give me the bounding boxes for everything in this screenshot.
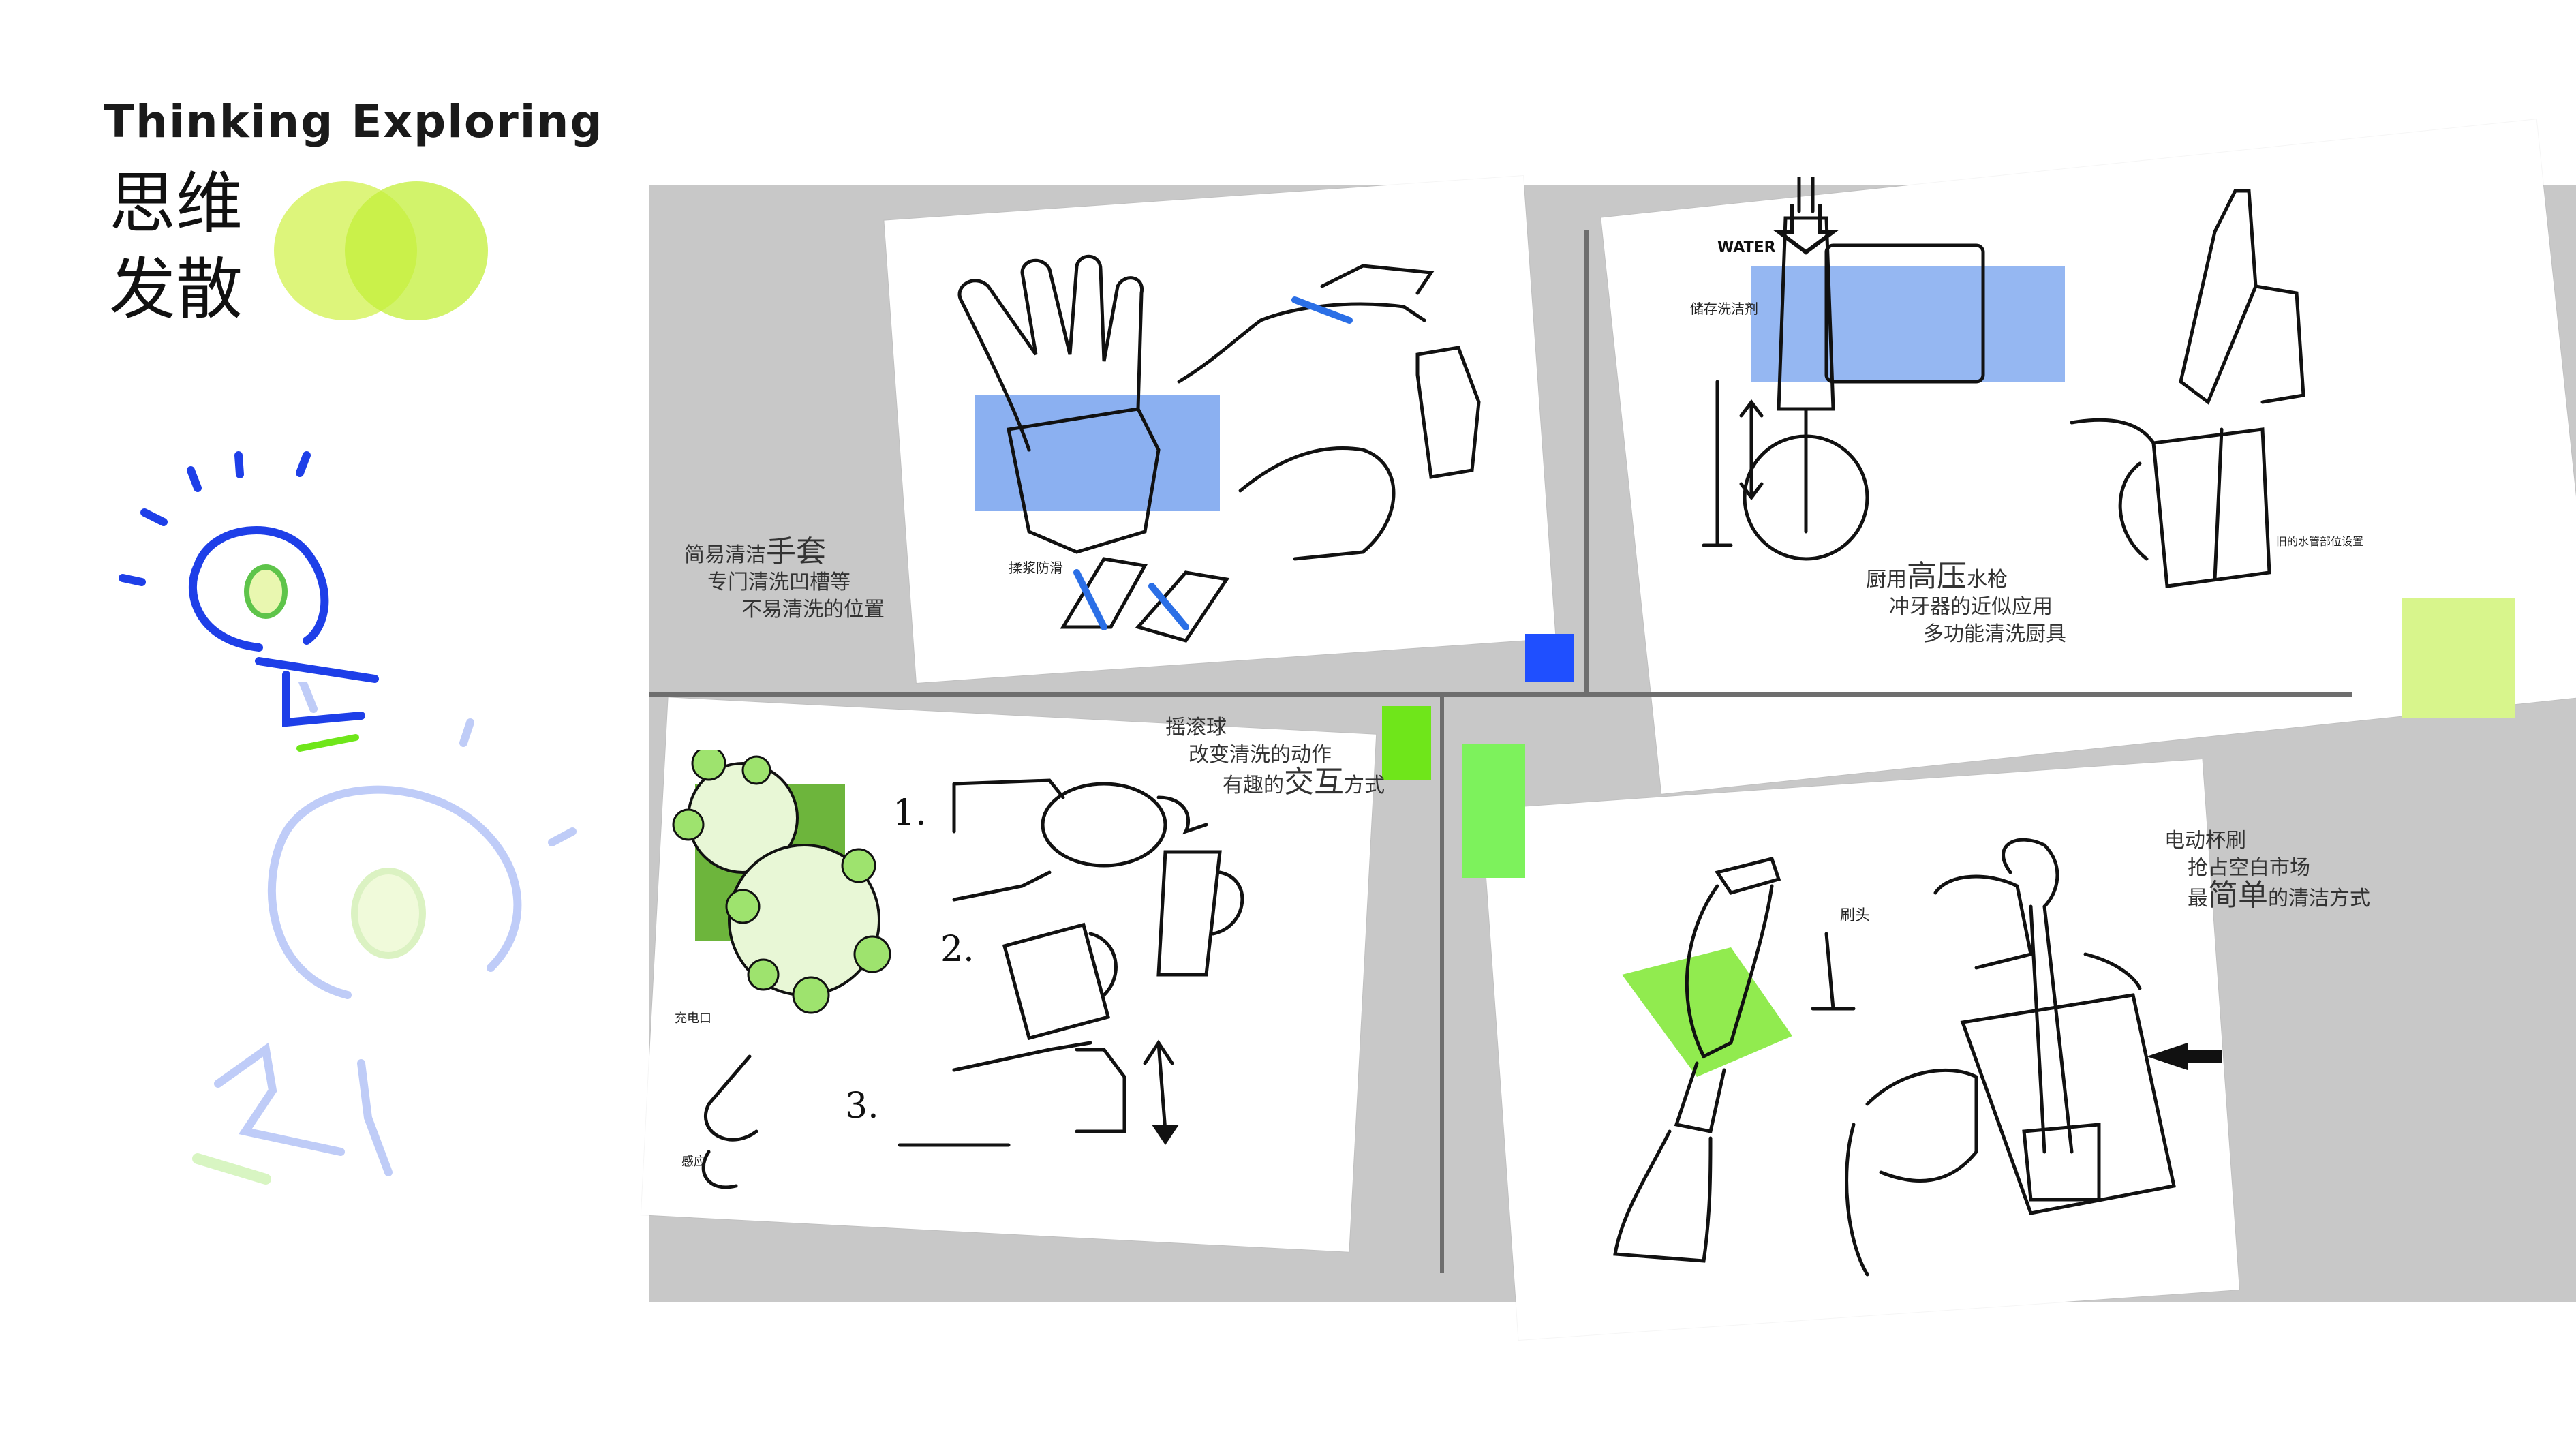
- shake-ball-sketch-note-bottom: 感应: [681, 1155, 706, 1169]
- shake-ball-step-2: 2.: [940, 929, 975, 970]
- glove-sketch: 揉浆防滑: [957, 254, 1481, 643]
- caption-water-gun-pre: 厨用: [1866, 568, 1907, 592]
- caption-shake-ball: 摇滚球 改变清洗的动作 有趣的交互方式: [1165, 714, 1385, 799]
- caption-glove-line2: 专门清洗凹槽等: [707, 570, 850, 594]
- shake-ball-step-1: 1.: [893, 793, 927, 834]
- caption-shake-ball-post: 方式: [1344, 774, 1385, 797]
- glove-sketch-note: 揉浆防滑: [1009, 560, 1063, 576]
- caption-shake-ball-pre: 有趣的: [1223, 774, 1284, 797]
- shake-ball-sketch: 1. 2. 3. 充电口 感应: [672, 750, 1244, 1189]
- divider-vertical-bottom: [1440, 692, 1444, 1273]
- accent-square-blue: [1525, 634, 1574, 682]
- shake-ball-sketch-note-charge: 充电口: [675, 1011, 711, 1026]
- caption-glove-pre: 简易清洁: [684, 543, 766, 567]
- caption-cup-brush-line2: 抢占空白市场: [2188, 856, 2310, 880]
- divider-horizontal: [649, 692, 2352, 697]
- caption-cup-brush-pre: 最: [2188, 887, 2208, 911]
- caption-shake-ball-emph: 交互: [1284, 765, 1344, 799]
- lightbulb-faded-icon: [192, 682, 577, 1185]
- caption-water-gun-line1: 厨用高压水枪: [1866, 562, 2066, 594]
- cup-brush-sketch-note: 刷头: [1840, 907, 1870, 924]
- title-chinese-line1: 思维: [109, 165, 243, 243]
- caption-cup-brush-line3: 最简单的清洁方式: [2164, 881, 2370, 913]
- caption-shake-ball-line3: 有趣的交互方式: [1165, 767, 1385, 799]
- water-gun-sketch-label: WATER: [1717, 239, 1776, 256]
- accent-square-green-small: [1382, 706, 1431, 780]
- cup-brush-sketch: 刷头: [1613, 838, 2222, 1277]
- caption-cup-brush-post: 的清洁方式: [2268, 887, 2370, 911]
- title-chinese: 思维 发散: [109, 161, 243, 333]
- venn-circle-right: [345, 181, 488, 320]
- caption-glove-line3: 不易清洗的位置: [741, 598, 885, 622]
- caption-cup-brush: 电动杯刷 抢占空白市场 最简单的清洁方式: [2164, 827, 2370, 913]
- caption-glove-line1: 简易清洁手套: [684, 537, 885, 569]
- caption-cup-brush-line1: 电动杯刷: [2164, 829, 2246, 853]
- caption-water-gun-line3: 多功能清洗厨具: [1923, 622, 2066, 646]
- title-chinese-line2: 发散: [109, 251, 243, 329]
- accent-square-lime: [2402, 598, 2515, 718]
- caption-shake-ball-line2: 改变清洗的动作: [1189, 743, 1332, 767]
- water-gun-sketch-note-left: 储存洗洁剂: [1690, 301, 1758, 317]
- caption-water-gun-post: 水枪: [1967, 568, 2008, 592]
- caption-water-gun: 厨用高压水枪 冲牙器的近似应用 多功能清洗厨具: [1866, 562, 2066, 648]
- shake-ball-step-3: 3.: [845, 1086, 879, 1127]
- title-english: Thinking Exploring: [104, 95, 604, 148]
- water-gun-sketch: WATER 储存洗洁剂 旧的水管部位设置: [1690, 177, 2363, 588]
- accent-square-green-tall: [1462, 744, 1525, 878]
- water-gun-sketch-note-right: 旧的水管部位设置: [2276, 535, 2363, 548]
- caption-glove-emph: 手套: [766, 534, 826, 569]
- divider-vertical-top: [1584, 230, 1589, 694]
- caption-glove: 简易清洁手套 专门清洗凹槽等 不易清洗的位置: [684, 537, 885, 624]
- caption-water-gun-line2: 冲牙器的近似应用: [1889, 595, 2053, 619]
- caption-water-gun-emph: 高压: [1907, 559, 1967, 594]
- lightbulb-icon: [119, 451, 379, 752]
- caption-shake-ball-line1: 摇滚球: [1165, 716, 1227, 739]
- caption-cup-brush-emph: 简单: [2208, 878, 2268, 913]
